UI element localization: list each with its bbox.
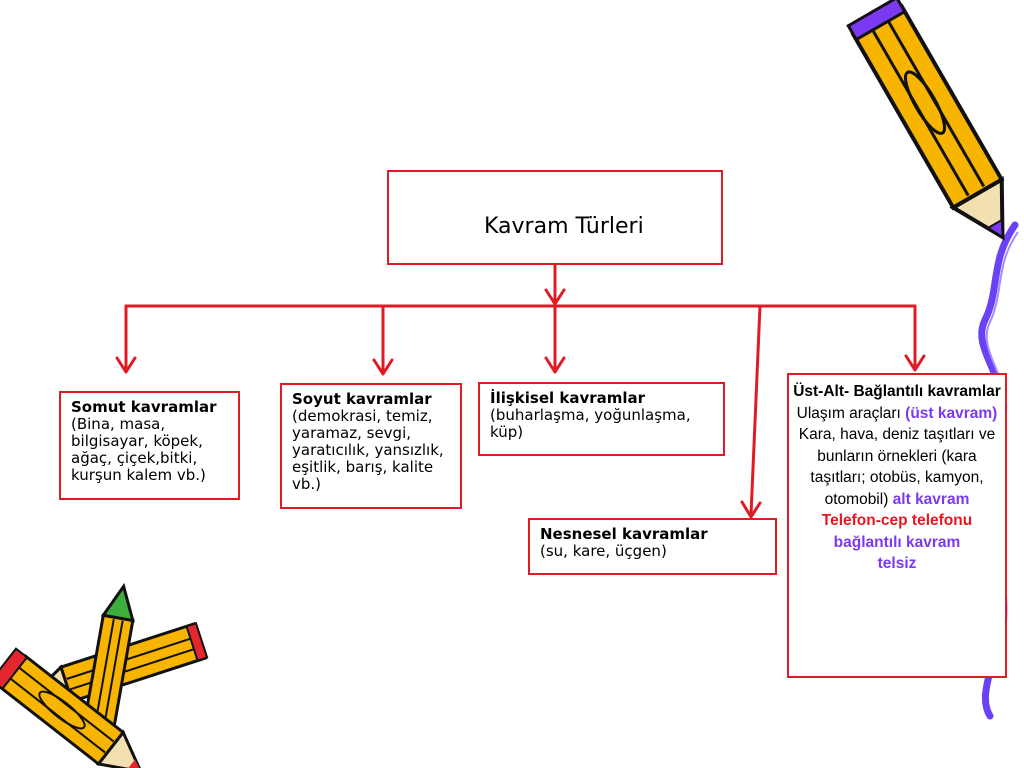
iliskisel-body: (buharlaşma, yoğunlaşma, küp): [490, 406, 691, 441]
ust-alt-line2-row: Kara, hava, deniz taşıtları ve bunların …: [793, 424, 1001, 510]
soyut-title: Soyut kavramlar: [292, 390, 432, 408]
nesnesel-kavramlar-box: Nesnesel kavramlar (su, kare, üçgen): [528, 518, 777, 575]
soyut-body: (demokrasi, temiz, yaramaz, sevgi, yarat…: [292, 407, 444, 493]
somut-kavramlar-box: Somut kavramlar (Bina, masa, bilgisayar,…: [59, 391, 240, 500]
arrowhead-nesnesel: [740, 500, 762, 519]
arrowhead-root: [544, 288, 566, 306]
ust-alt-title: Üst-Alt- Bağlantılı kavramlar: [793, 383, 1001, 400]
ust-kavram-label: (üst kavram): [905, 404, 998, 422]
root-concept-box: Kavram Türleri: [387, 170, 723, 265]
ust-alt-baglantili-box: Üst-Alt- Bağlantılı kavramlar Ulaşım ara…: [787, 373, 1007, 678]
telefon-text: Telefon-cep telefonu: [821, 512, 973, 529]
arrowhead-somut: [115, 356, 137, 374]
kara-hava-deniz-text: Kara, hava, deniz taşıtları ve bunların …: [798, 426, 996, 508]
pencil-body-back: [59, 621, 208, 704]
nesnesel-body: (su, kare, üçgen): [540, 542, 667, 560]
soyut-kavramlar-box: Soyut kavramlar (demokrasi, temiz, yaram…: [280, 383, 462, 509]
branch-nesnesel: [749, 304, 762, 517]
pencil-ferrule: [846, 0, 907, 42]
pencil-tip-middle: [100, 582, 135, 623]
root-concept-title: Kavram Türleri: [484, 214, 644, 239]
somut-body: (Bina, masa, bilgisayar, köpek, ağaç, çi…: [71, 415, 206, 484]
arrowhead-iliskisel: [544, 356, 566, 374]
arrowhead-soyut: [372, 358, 394, 376]
nesnesel-title: Nesnesel kavramlar: [540, 525, 708, 543]
baglantili-kavram-label: bağlantılı kavram: [833, 533, 961, 551]
arrowhead-ust-alt: [904, 354, 926, 372]
somut-title: Somut kavramlar: [71, 398, 217, 416]
pencil-tip: [949, 176, 1005, 241]
iliskisel-title: İlişkisel kavramlar: [490, 389, 646, 407]
ulasim-araclari-text: Ulaşım araçları: [796, 404, 901, 422]
iliskisel-kavramlar-box: İlişkisel kavramlar (buharlaşma, yoğunla…: [478, 382, 725, 456]
ust-alt-line1-row: Ulaşım araçları (üst kavram): [793, 403, 1001, 425]
telsiz-text: telsiz: [877, 555, 917, 572]
alt-kavram-label: alt kavram: [892, 490, 970, 508]
